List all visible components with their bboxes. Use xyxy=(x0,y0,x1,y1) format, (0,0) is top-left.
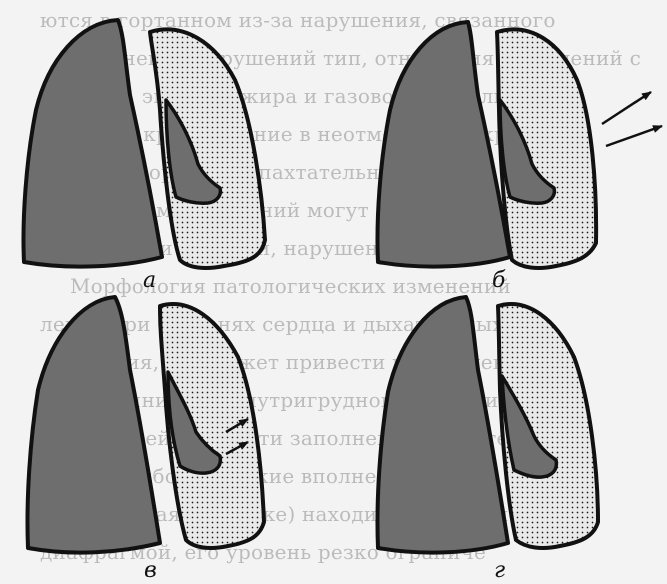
left-lung-shape xyxy=(378,22,511,267)
panel-label-c: в xyxy=(144,558,157,583)
panel-a xyxy=(24,20,266,268)
left-lung-shape xyxy=(24,20,163,267)
panel-c xyxy=(27,297,264,553)
panel-label-a: а xyxy=(143,268,156,293)
panel-label-d: г xyxy=(494,558,505,583)
arrow-icon xyxy=(606,126,662,146)
left-lung-shape xyxy=(27,297,160,553)
panel-d xyxy=(377,297,598,553)
arrow-icon xyxy=(602,92,651,124)
panel-label-b: б xyxy=(492,268,505,293)
left-lung-shape xyxy=(377,297,508,553)
panel-b xyxy=(378,22,663,268)
